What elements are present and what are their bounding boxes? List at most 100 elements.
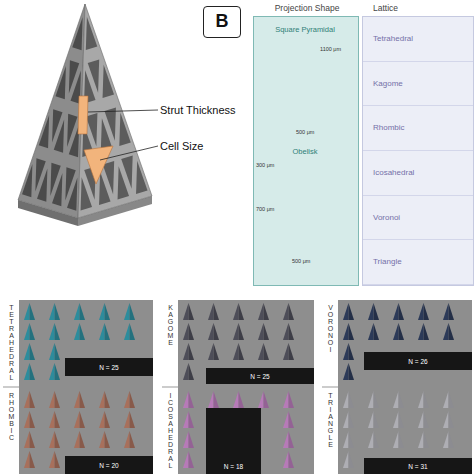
specimen-pyramid <box>189 363 195 380</box>
lattice-cell <box>103 65 114 98</box>
specimen-pyramid <box>233 343 239 360</box>
callout-label: Strut Thickness <box>160 104 236 116</box>
specimen-pyramid <box>418 303 424 320</box>
specimen-pyramid <box>30 431 36 448</box>
label-strip <box>162 300 178 474</box>
specimen-pyramid <box>283 431 289 448</box>
specimen-pyramid <box>99 303 105 320</box>
node-text: Icosahedral <box>363 151 473 195</box>
lattice-cell <box>118 166 129 199</box>
specimen-pyramid <box>368 303 374 320</box>
specimen-pyramid <box>189 303 195 320</box>
specimen-pyramid <box>443 303 449 320</box>
specimen-pyramid <box>105 391 111 408</box>
specimen-pyramid <box>55 363 61 380</box>
lattice-column: LatticeTetrahedralKagomeRhombicIcosahedr… <box>362 16 474 286</box>
specimen-pyramid <box>233 391 239 408</box>
specimen-pyramid <box>443 323 449 340</box>
specimen-pyramid <box>449 431 455 448</box>
specimen-pyramid <box>24 343 30 360</box>
specimen-pyramid <box>189 451 195 468</box>
specimen-pyramid <box>258 391 264 408</box>
specimen-pyramid <box>343 343 349 360</box>
lattice-cell <box>69 124 79 157</box>
specimen-pyramid <box>418 411 424 428</box>
specimen-pyramid <box>368 411 374 428</box>
specimen-pyramid <box>393 391 399 408</box>
specimen-pyramid <box>449 323 455 340</box>
specimen-pyramid <box>130 303 136 320</box>
lattice-cell <box>52 173 62 206</box>
node-text: N = 18 <box>224 463 243 470</box>
specimen-pyramid <box>55 451 61 468</box>
specimen-pyramid <box>214 391 220 408</box>
specimen-pyramid <box>130 431 136 448</box>
specimen-pyramid <box>30 451 36 468</box>
specimen-pyramid <box>30 391 36 408</box>
sample-count-bar: N = 25 <box>65 358 153 376</box>
specimen-pyramid <box>343 411 349 428</box>
specimen-pyramid <box>99 323 105 340</box>
specimen-pyramid <box>343 431 349 448</box>
specimen-pyramid <box>393 411 399 428</box>
specimen-pyramid <box>349 451 355 468</box>
specimen-pyramid <box>349 323 355 340</box>
specimen-pyramid <box>24 323 30 340</box>
specimen-pyramid <box>343 391 349 408</box>
specimen-pyramid <box>283 343 289 360</box>
specimen-pyramid <box>49 343 55 360</box>
specimen-pyramid <box>74 391 80 408</box>
specimen-pyramid <box>124 431 130 448</box>
specimen-pyramid <box>124 303 130 320</box>
specimen-pyramid <box>289 391 295 408</box>
specimen-pyramid <box>449 391 455 408</box>
specimen-pyramid <box>449 411 455 428</box>
specimen-pyramid <box>55 323 61 340</box>
specimen-pyramid <box>289 303 295 320</box>
lattice-row: Tetrahedral <box>363 17 473 62</box>
specimen-pyramid <box>49 451 55 468</box>
node-text: KAGOME <box>166 304 174 346</box>
specimen-pyramid <box>30 343 36 360</box>
specimen-pyramid <box>214 303 220 320</box>
specimen-pyramid <box>443 411 449 428</box>
specimen-photo <box>19 300 153 474</box>
specimen-pyramid <box>264 303 270 320</box>
specimen-pyramid <box>283 303 289 320</box>
lattice-cell <box>119 113 130 146</box>
specimen-pyramid <box>289 431 295 448</box>
shape-name: Obelisk <box>260 147 350 156</box>
specimen-pyramid <box>24 363 30 380</box>
specimen-pyramid <box>55 431 61 448</box>
specimen-pyramid <box>239 303 245 320</box>
specimen-pyramid <box>443 431 449 448</box>
specimen-pyramid <box>289 451 295 468</box>
specimen-pyramid <box>374 303 380 320</box>
specimen-pyramid <box>30 363 36 380</box>
node-text: Triangle <box>363 240 473 284</box>
pyramid-face <box>18 4 85 218</box>
specimen-pyramid <box>49 323 55 340</box>
specimen-pyramid <box>30 323 36 340</box>
lattice-row: Triangle <box>363 240 473 285</box>
photo-panel: KAGOMEICOSAHEDRALN = 25N = 18 <box>162 300 314 474</box>
specimen-pyramid <box>449 303 455 320</box>
section-divider <box>322 387 338 388</box>
specimen-pyramid <box>80 303 86 320</box>
callout-label: Cell Size <box>160 140 203 152</box>
specimen-pyramid <box>374 431 380 448</box>
node-text: N = 25 <box>250 373 269 380</box>
specimen-pyramid <box>74 411 80 428</box>
specimen-pyramid <box>189 391 195 408</box>
specimen-pyramid <box>183 323 189 340</box>
photo-panel: TETRAHEDRALRHOMBICN = 25N = 20 <box>3 300 153 474</box>
cell-highlight <box>84 146 113 184</box>
specimen-pyramid <box>99 431 105 448</box>
sample-count-bar: N = 26 <box>364 352 472 370</box>
specimen-pyramid <box>208 303 214 320</box>
lattice-cell <box>56 66 66 99</box>
specimen-photo <box>178 300 314 474</box>
node-text: Rhombic <box>363 106 473 150</box>
specimen-pyramid <box>418 391 424 408</box>
specimen-pyramid <box>349 391 355 408</box>
